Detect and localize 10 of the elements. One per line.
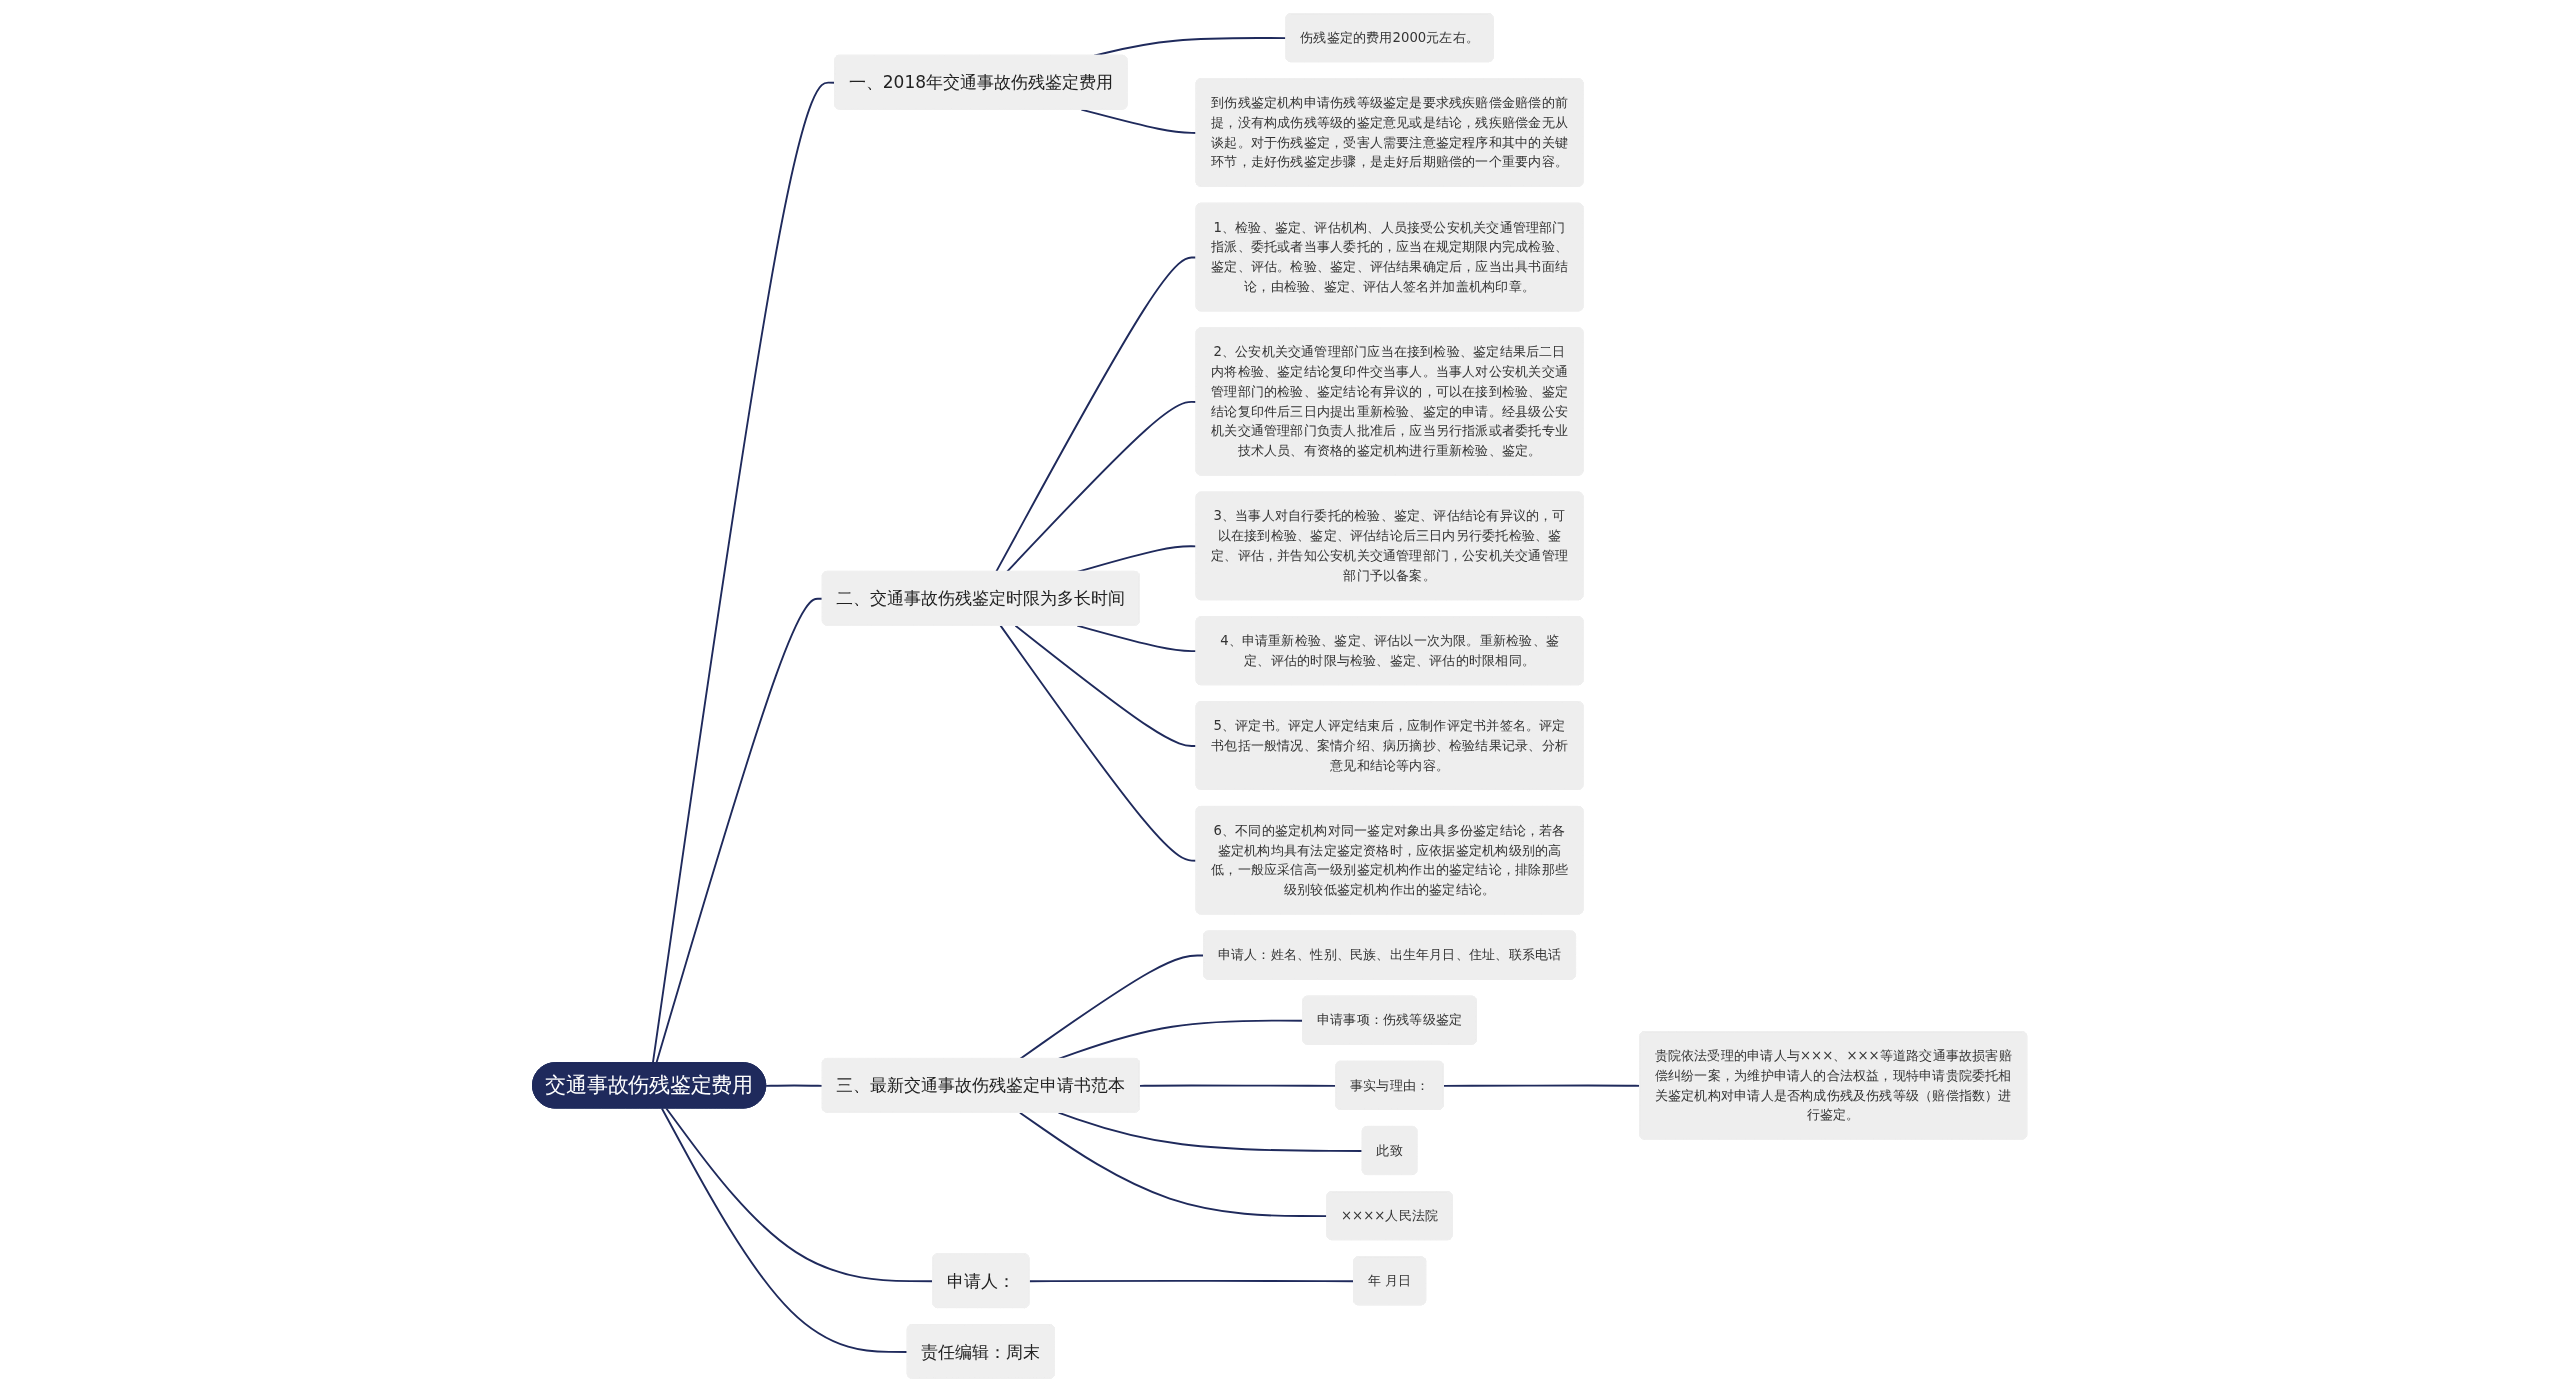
connector xyxy=(1443,1084,1642,1087)
connector xyxy=(1139,1084,1338,1087)
connector xyxy=(1019,1111,1329,1217)
connector xyxy=(1014,624,1198,747)
connector xyxy=(1080,108,1198,134)
connector xyxy=(1076,624,1198,652)
connector xyxy=(665,1107,935,1282)
connector xyxy=(1057,1111,1364,1152)
connector xyxy=(999,624,1198,862)
connector xyxy=(652,81,837,1064)
